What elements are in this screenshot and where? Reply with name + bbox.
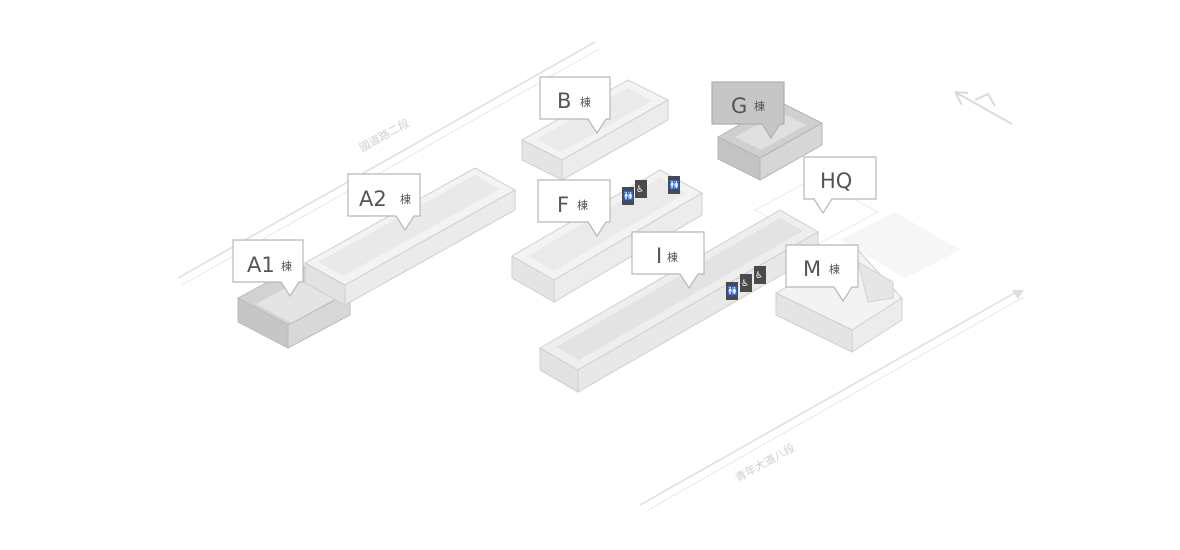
facility-icons-f: 🚻 ♿ 🚻 <box>622 176 680 205</box>
label-g-letter: G <box>731 94 747 118</box>
label-a2[interactable]: A2 棟 <box>347 173 421 232</box>
label-f[interactable]: F 棟 <box>537 179 611 238</box>
restroom-icon <box>622 187 634 205</box>
restroom-icon-glyph: 🚻 <box>669 179 680 191</box>
label-f-suffix: 棟 <box>577 198 588 212</box>
label-m-suffix: 棟 <box>829 262 840 276</box>
wheelchair-icon <box>754 266 766 284</box>
building-m[interactable] <box>774 247 903 353</box>
building-f[interactable] <box>510 169 704 303</box>
label-i[interactable]: I 棟 <box>631 231 705 290</box>
label-m[interactable]: M 棟 <box>785 244 859 303</box>
label-a1-suffix: 棟 <box>281 259 292 273</box>
label-a2-suffix: 棟 <box>400 192 411 206</box>
north-arrow-icon <box>954 91 1013 125</box>
wheelchair-icon-glyph: ♿ <box>636 185 644 195</box>
label-i-suffix: 棟 <box>667 250 678 264</box>
restroom-icon-glyph: 🚻 <box>727 285 738 297</box>
label-b-suffix: 棟 <box>580 95 591 109</box>
restroom-icon <box>726 282 738 300</box>
wheelchair-icon-glyph: ♿ <box>741 279 749 289</box>
label-b-letter: B <box>557 89 571 113</box>
empty-lot <box>840 212 960 278</box>
label-a2-letter: A2 <box>359 187 387 211</box>
label-a1[interactable]: A1 棟 <box>232 239 304 298</box>
wheelchair-icon <box>635 180 647 198</box>
label-hq-letter: HQ <box>820 169 852 193</box>
label-m-letter: M <box>803 257 821 281</box>
label-i-letter: I <box>656 244 662 268</box>
restroom-icon-glyph: 🚻 <box>623 190 634 202</box>
restroom-icon <box>668 176 680 194</box>
label-a1-letter: A1 <box>247 253 275 277</box>
wheelchair-icon-glyph: ♿ <box>755 271 763 281</box>
building-a2[interactable] <box>303 167 517 306</box>
road-north-label: 國道路二段 <box>357 116 412 155</box>
label-g[interactable]: G 棟 <box>711 81 785 140</box>
wheelchair-icon <box>740 274 752 292</box>
label-f-letter: F <box>557 193 569 217</box>
label-b[interactable]: B 棟 <box>539 76 611 135</box>
facility-icons-i: 🚻 ♿ ♿ <box>726 266 766 300</box>
road-south-arrow-icon <box>1012 290 1024 299</box>
label-g-suffix: 棟 <box>754 99 765 113</box>
label-hq[interactable]: HQ <box>803 156 877 215</box>
